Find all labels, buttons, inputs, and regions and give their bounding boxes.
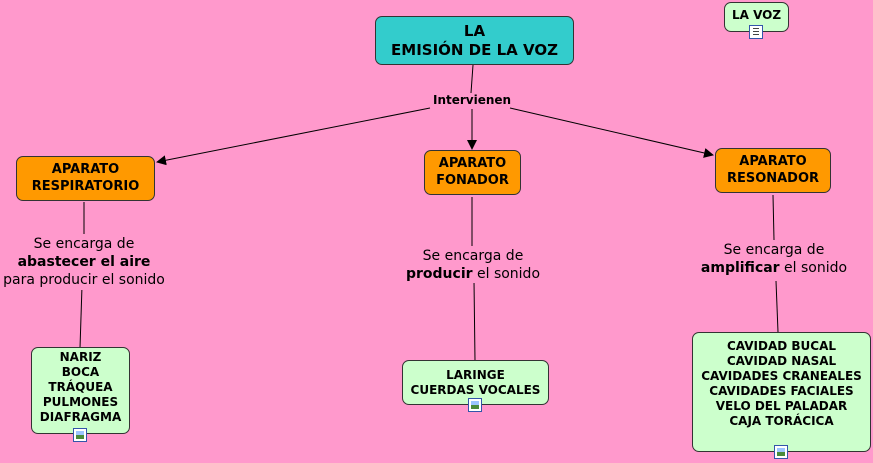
desc-line2: producir el sonido <box>400 265 546 283</box>
branch-title-line1: APARATO <box>51 162 120 178</box>
item: CUERDAS VOCALES <box>410 382 541 397</box>
image-icon[interactable] <box>774 445 788 459</box>
item: DIAFRAGMA <box>39 410 122 424</box>
item: CAJA TORÁCICA <box>729 414 834 428</box>
branch-fonador[interactable]: APARATO FONADOR <box>424 150 521 195</box>
desc-pre: Se encarga de <box>422 248 524 264</box>
branch-respiratorio[interactable]: APARATO RESPIRATORIO <box>16 156 155 201</box>
item: NARIZ <box>59 350 102 364</box>
item: PULMONES <box>42 395 119 409</box>
connector-respiratorio-items <box>79 285 83 349</box>
branch-title-line2: RESPIRATORIO <box>31 178 140 194</box>
desc-bold: abastecer el aire <box>17 254 151 271</box>
branch-title-line1: APARATO <box>739 154 807 170</box>
desc-post: el sonido <box>784 260 848 277</box>
desc-resonador: Se encarga de amplificar el sonido <box>694 241 854 278</box>
link-label-intervienen: Intervienen <box>431 93 514 107</box>
desc-bold: amplificar <box>700 260 780 277</box>
item: BOCA <box>61 365 100 379</box>
desc-line2: amplificar el sonido <box>694 259 854 277</box>
desc-respiratorio: Se encarga de abastecer el aire para pro… <box>0 235 168 290</box>
branch-resonador[interactable]: APARATO RESONADOR <box>715 148 831 193</box>
connector-resonador-items <box>775 280 779 333</box>
note-la-voz-label: LA VOZ <box>731 8 782 22</box>
desc-pre: Se encarga de <box>33 236 135 252</box>
item: CAVIDADES FACIALES <box>709 384 854 398</box>
image-icon[interactable] <box>73 428 87 442</box>
item: CAVIDAD BUCAL <box>726 339 837 353</box>
desc-fonador: Se encarga de producir el sonido <box>400 247 546 284</box>
image-icon[interactable] <box>468 398 482 412</box>
item: CAVIDADES CRANEALES <box>701 369 862 383</box>
item: VELO DEL PALADAR <box>715 399 848 413</box>
connector-fonador-items <box>473 280 476 362</box>
items-respiratorio[interactable]: NARIZ BOCA TRÁQUEA PULMONES DIAFRAGMA <box>31 347 130 434</box>
connector-resonador-desc <box>772 194 775 241</box>
item: LARINGE <box>446 367 505 382</box>
branch-title-line2: RESONADOR <box>726 170 820 186</box>
items-fonador[interactable]: LARINGE CUERDAS VOCALES <box>402 360 549 405</box>
item: TRÁQUEA <box>48 380 113 394</box>
desc-bold: producir <box>405 266 473 283</box>
main-topic-node[interactable]: LA EMISIÓN DE LA VOZ <box>375 16 574 65</box>
desc-pre: Se encarga de <box>723 242 825 258</box>
items-resonador[interactable]: CAVIDAD BUCAL CAVIDAD NASAL CAVIDADES CR… <box>692 332 871 452</box>
main-topic-line2: EMISIÓN DE LA VOZ <box>391 40 558 59</box>
connector-main-to-label <box>470 64 474 94</box>
item: CAVIDAD NASAL <box>726 354 837 368</box>
arrow-to-resonador <box>509 107 714 158</box>
desc-post: el sonido <box>476 266 541 283</box>
branch-title-line2: FONADOR <box>436 172 509 188</box>
document-icon[interactable] <box>749 25 763 39</box>
branch-title-line1: APARATO <box>438 156 507 172</box>
desc-post: para producir el sonido <box>3 272 165 289</box>
main-topic-line1: LA <box>463 21 486 40</box>
arrow-to-respiratorio <box>156 107 431 166</box>
